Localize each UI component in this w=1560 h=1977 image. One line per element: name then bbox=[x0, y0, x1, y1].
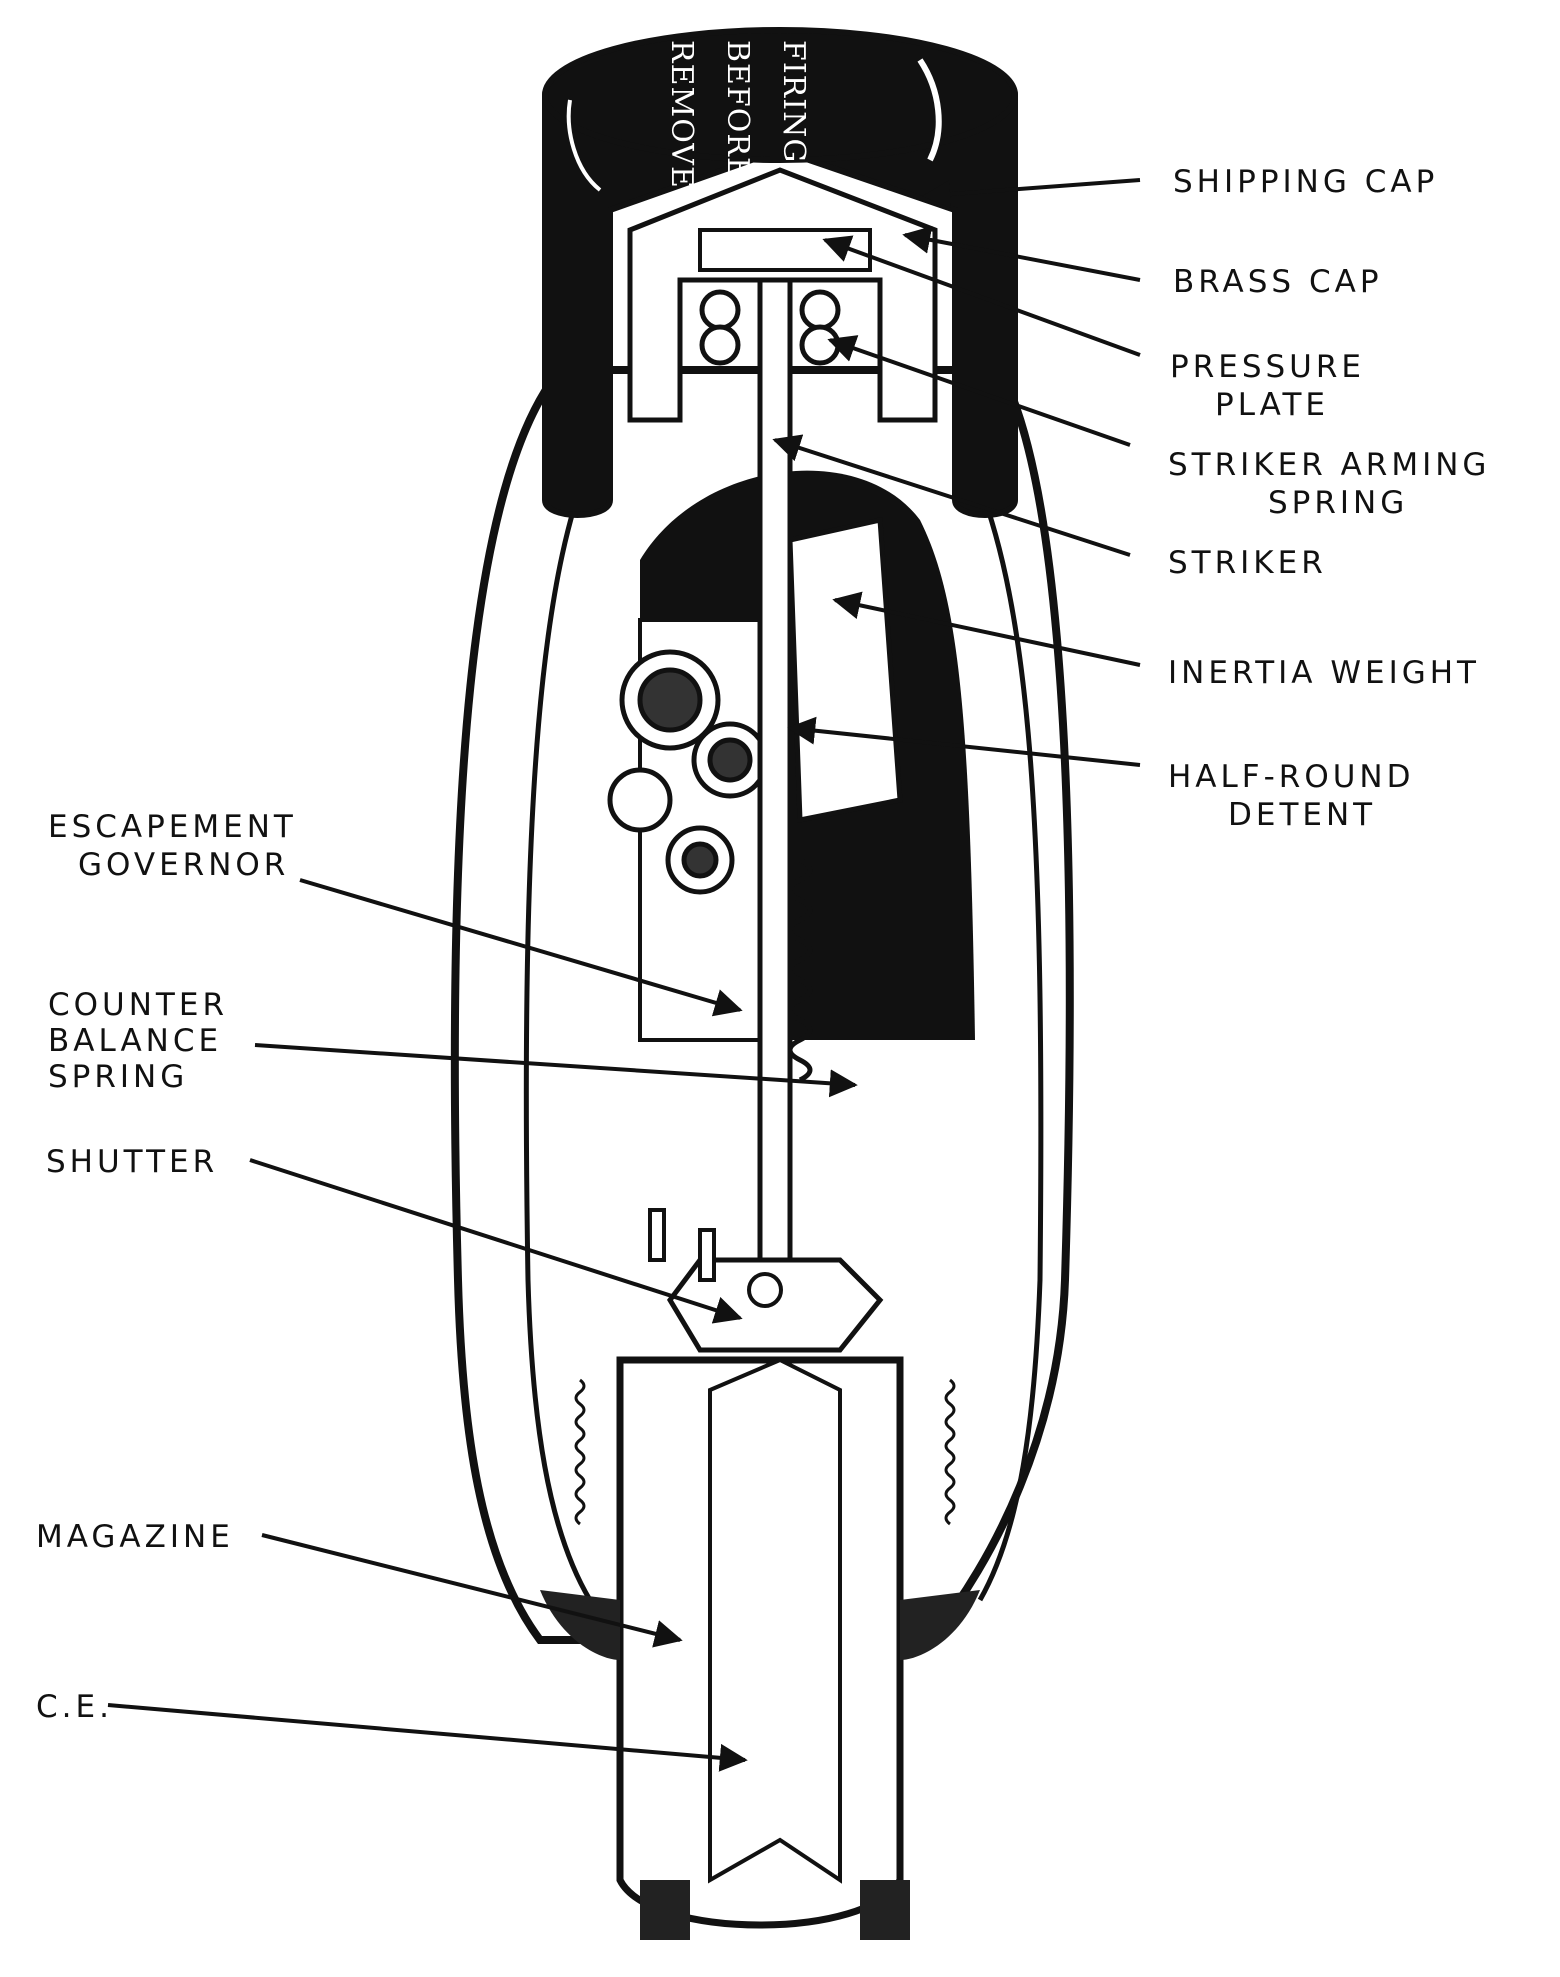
svg-text:REMOVE: REMOVE bbox=[664, 40, 699, 189]
escapement-gears bbox=[607, 649, 769, 895]
label-shipping-cap: SHIPPING CAP bbox=[1173, 164, 1438, 200]
striker-rod bbox=[757, 217, 793, 1293]
svg-text:BEFORE: BEFORE bbox=[720, 40, 755, 180]
ce-pellet bbox=[708, 1357, 842, 1884]
label-half-round-detent: HALF-ROUND DETENT bbox=[1168, 759, 1428, 833]
label-escapement-governor: ESCAPEMENT GOVERNOR bbox=[48, 809, 311, 883]
shipping-cap: REMOVE BEFORE FIRING bbox=[542, 27, 1018, 518]
label-ce: C.E. bbox=[36, 1689, 113, 1725]
svg-text:FIRING: FIRING bbox=[776, 40, 811, 163]
cap-text: REMOVE BEFORE FIRING bbox=[664, 40, 811, 189]
pressure-plate bbox=[698, 228, 872, 272]
label-brass-cap: BRASS CAP bbox=[1173, 264, 1383, 300]
label-counter-balance-spring: COUNTER BALANCE SPRING bbox=[48, 987, 242, 1095]
label-striker-arming-spring: STRIKER ARMING SPRING bbox=[1168, 447, 1504, 521]
leader-lines bbox=[107, 178, 1141, 1772]
shutter-block bbox=[666, 1257, 884, 1353]
inertia-weight bbox=[787, 516, 903, 824]
label-pressure-plate: PRESSURE PLATE bbox=[1170, 349, 1379, 423]
labels: SHIPPING CAP BRASS CAP PRESSURE PLATE ST… bbox=[36, 164, 1504, 1725]
label-magazine: MAGAZINE bbox=[36, 1519, 234, 1555]
label-shutter: SHUTTER bbox=[46, 1144, 218, 1180]
label-inertia-weight: INERTIA WEIGHT bbox=[1168, 655, 1480, 691]
label-striker: STRIKER bbox=[1168, 545, 1327, 581]
